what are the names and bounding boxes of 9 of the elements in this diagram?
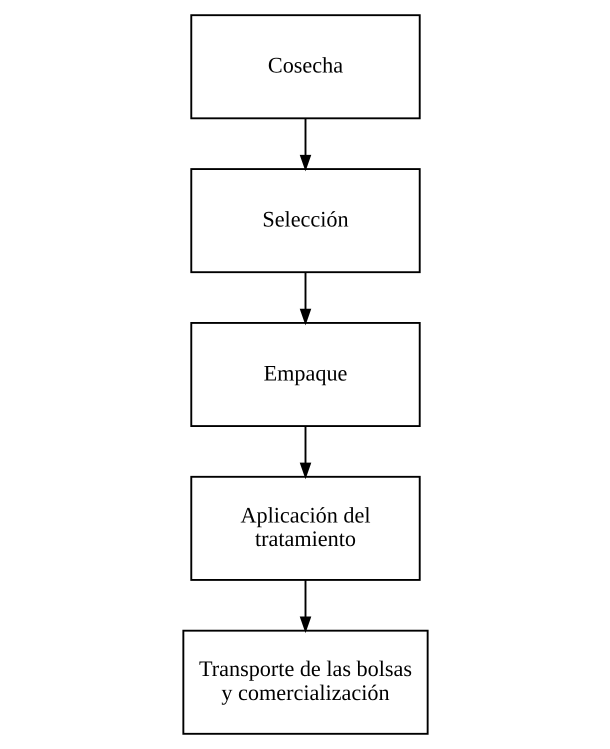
node-box: Empaque xyxy=(190,322,420,428)
node-box: Selección xyxy=(190,168,420,274)
arrow xyxy=(299,118,311,172)
arrow xyxy=(299,426,311,480)
node-box: Aplicación del tratamiento xyxy=(190,476,420,581)
node-box: Transporte de las bolsas y comercialización xyxy=(182,630,428,735)
arrow xyxy=(299,272,311,326)
node-box: Cosecha xyxy=(190,14,420,120)
arrow xyxy=(299,580,311,634)
